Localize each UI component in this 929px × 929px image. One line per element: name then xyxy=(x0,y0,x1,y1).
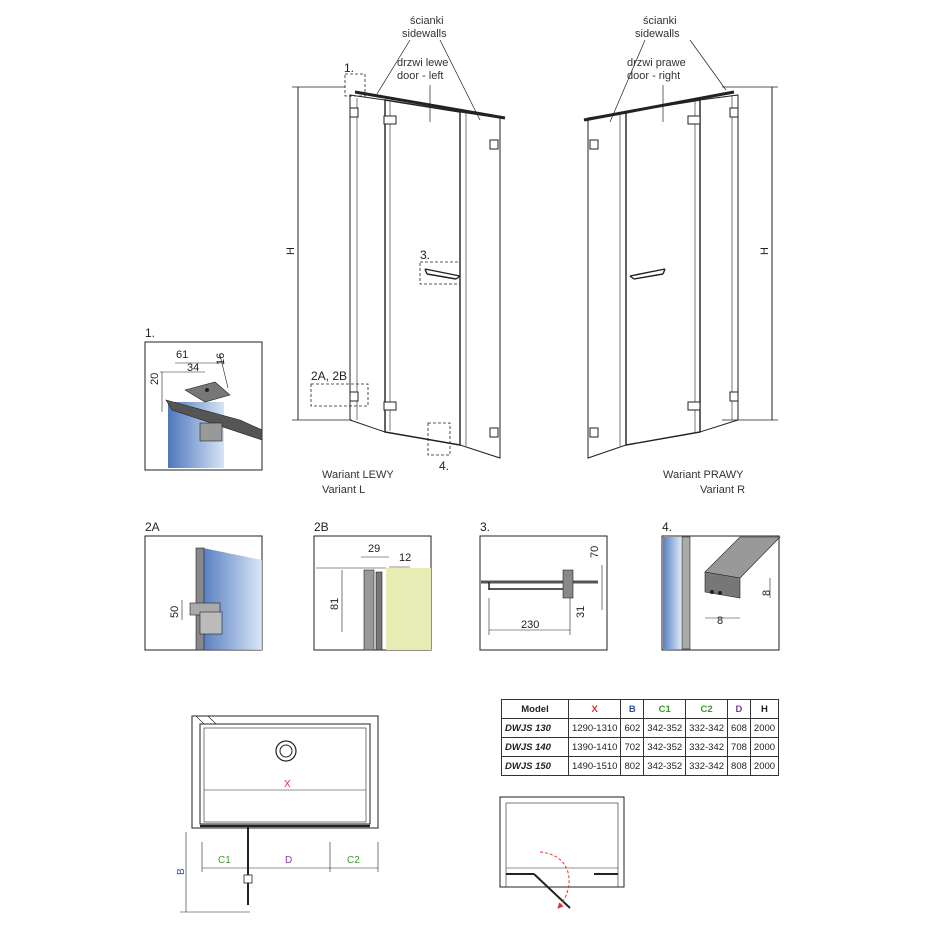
table-row: DWJS 150 1490-1510 802 342-352 332-342 8… xyxy=(501,756,780,776)
col-c2: C2 xyxy=(685,699,729,719)
variant-right-pl: Wariant PRAWY xyxy=(663,469,744,481)
detail-3-label: 3. xyxy=(480,520,490,534)
detail-2a-dim-50: 50 xyxy=(169,606,181,618)
variant-left-drawing xyxy=(292,39,506,459)
detail-1-label: 1. xyxy=(145,326,155,340)
sidewalls-en-left-label: sidewalls xyxy=(402,28,447,40)
plan-x-label: X xyxy=(284,779,291,790)
variant-left-pl: Wariant LEWY xyxy=(322,469,394,481)
cell-b: 602 xyxy=(620,718,645,738)
cell-x: 1290-1310 xyxy=(567,718,622,738)
plan-view xyxy=(180,715,379,913)
variant-right-drawing xyxy=(583,39,778,459)
detail-3-dim-230: 230 xyxy=(521,619,539,631)
spec-table-header-row: Model X B C1 C2 D H xyxy=(501,699,780,719)
callout-4-left: 4. xyxy=(439,459,449,473)
cell-model: DWJS 150 xyxy=(501,756,569,776)
cell-c2: 332-342 xyxy=(685,737,729,757)
col-b: B xyxy=(620,699,645,719)
height-label-left: H xyxy=(285,247,297,255)
detail-2a-frame xyxy=(144,535,263,651)
plan-c1-label: C1 xyxy=(218,855,231,866)
detail-1-dim-34: 34 xyxy=(187,362,199,374)
plan-b-label: B xyxy=(176,868,187,875)
table-row: DWJS 140 1390-1410 702 342-352 332-342 7… xyxy=(501,737,780,757)
cell-d: 708 xyxy=(727,737,751,757)
sidewalls-en-right-label: sidewalls xyxy=(635,28,680,40)
table-row: DWJS 130 1290-1310 602 342-352 332-342 6… xyxy=(501,718,780,738)
cell-b: 702 xyxy=(620,737,645,757)
cell-c2: 332-342 xyxy=(685,718,729,738)
cell-h: 2000 xyxy=(749,737,780,757)
cell-c1: 342-352 xyxy=(643,737,687,757)
height-label-right: H xyxy=(759,247,771,255)
detail-3-dim-70: 70 xyxy=(589,546,601,558)
detail-2b-frame xyxy=(313,535,432,651)
detail-1-dim-16: 16 xyxy=(215,353,227,365)
detail-1-dim-61: 61 xyxy=(176,349,188,361)
swing-diagram xyxy=(499,796,625,909)
cell-c1: 342-352 xyxy=(643,718,687,738)
detail-4-frame xyxy=(661,535,781,651)
sidewalls-pl-right-label: ścianki xyxy=(643,15,677,27)
detail-1-frame xyxy=(144,341,263,471)
detail-2a-label: 2A xyxy=(145,520,160,534)
detail-2b-dim-81: 81 xyxy=(329,598,341,610)
cell-h: 2000 xyxy=(749,718,780,738)
cell-b: 802 xyxy=(620,756,645,776)
detail-1-dim-20: 20 xyxy=(149,373,161,385)
cell-h: 2000 xyxy=(749,756,780,776)
detail-3-frame xyxy=(479,535,608,651)
detail-4-label: 4. xyxy=(662,520,672,534)
spec-table: Model X B C1 C2 D H DWJS 130 1290-1310 6… xyxy=(501,699,780,776)
cell-c2: 332-342 xyxy=(685,756,729,776)
variant-right-en: Variant R xyxy=(700,484,745,496)
detail-4-dim-8-vertical: 8 xyxy=(761,590,773,596)
callout-3-left: 3. xyxy=(420,248,430,262)
callout-1-left: 1. xyxy=(344,61,354,75)
sidewalls-pl-left-label: ścianki xyxy=(410,15,444,27)
plan-c2-label: C2 xyxy=(347,855,360,866)
variant-left-en: Variant L xyxy=(322,484,365,496)
col-x: X xyxy=(567,699,622,719)
col-c1: C1 xyxy=(643,699,687,719)
cell-d: 808 xyxy=(727,756,751,776)
cell-x: 1490-1510 xyxy=(567,756,622,776)
detail-2b-dim-29: 29 xyxy=(368,543,380,555)
detail-2b-dim-12: 12 xyxy=(399,552,411,564)
col-d: D xyxy=(727,699,751,719)
detail-2b-label: 2B xyxy=(314,520,329,534)
door-en-left-label: door - left xyxy=(397,70,443,82)
door-pl-right-label: drzwi prawe xyxy=(627,57,686,69)
cell-model: DWJS 140 xyxy=(501,737,569,757)
door-en-right-label: door - right xyxy=(627,70,680,82)
cell-x: 1390-1410 xyxy=(567,737,622,757)
cell-d: 608 xyxy=(727,718,751,738)
detail-4-dim-8-horizontal: 8 xyxy=(717,615,723,627)
callout-2a2b-left: 2A, 2B xyxy=(311,369,347,383)
cell-c1: 342-352 xyxy=(643,756,687,776)
detail-3-dim-31: 31 xyxy=(575,606,587,618)
cell-model: DWJS 130 xyxy=(501,718,569,738)
plan-d-label: D xyxy=(285,855,292,866)
col-model: Model xyxy=(501,699,569,719)
col-h: H xyxy=(749,699,780,719)
door-pl-left-label: drzwi lewe xyxy=(397,57,448,69)
